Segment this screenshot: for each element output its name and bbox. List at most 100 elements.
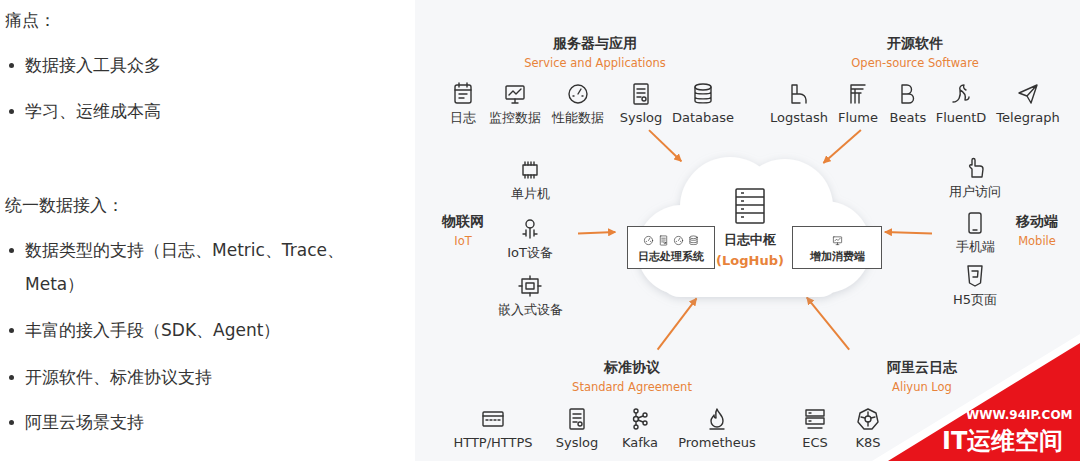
watermark-band	[872, 334, 1080, 461]
source-icon	[803, 407, 827, 431]
source-item: K8S	[846, 407, 890, 451]
flow-arrow	[578, 232, 615, 233]
source-icon	[518, 274, 542, 298]
item-label: Database	[672, 110, 734, 126]
source-item: Flume	[835, 82, 881, 126]
source-item: Beats	[886, 82, 930, 126]
item-label: Syslog	[556, 435, 599, 451]
bullet-dot	[9, 328, 14, 333]
note-text: 统一数据接入：	[5, 188, 385, 222]
group-title: 服务器与应用	[524, 34, 666, 53]
box-icon	[658, 235, 669, 246]
item-label: K8S	[855, 435, 880, 451]
bullet-dot	[9, 375, 14, 380]
group-heading: 服务器与应用 Service and Applications	[524, 34, 666, 72]
source-item: Database	[669, 82, 737, 126]
source-icon	[565, 407, 589, 431]
group-subtitle: Standard Agreement	[572, 379, 692, 396]
group-title: 物联网	[442, 212, 484, 231]
group-heading: 移动端 Mobile	[1016, 212, 1058, 250]
source-group: 服务器与应用 Service and Applications 日志监控数据性能数据…	[445, 28, 745, 128]
watermark-triangle	[888, 343, 1080, 461]
box-icon	[673, 235, 684, 246]
item-label: 性能数据	[552, 110, 604, 126]
group-heading: 阿里云日志 Aliyun Log	[887, 358, 957, 396]
source-icon	[963, 156, 987, 180]
note-text: 开源软件、标准协议支持	[25, 360, 395, 394]
note-text: 阿里云场景支持	[25, 405, 395, 439]
source-icon	[856, 407, 880, 431]
source-item: 监控数据	[486, 82, 544, 126]
note-text: 丰富的接入手段（SDK、Agent）	[25, 313, 395, 347]
source-icon	[691, 82, 715, 106]
box-icons	[797, 231, 877, 245]
source-icon	[451, 82, 475, 106]
box-icon	[832, 235, 843, 246]
group-title: 阿里云日志	[887, 358, 957, 377]
item-label: Beats	[890, 110, 927, 126]
note-text: 痛点：	[5, 3, 385, 37]
watermark-text: IT运维空间	[942, 427, 1063, 456]
box-icon	[688, 235, 699, 246]
source-item: Telegraph	[993, 82, 1062, 126]
source-icon	[846, 82, 870, 106]
group-heading: 标准协议 Standard Agreement	[572, 358, 692, 396]
source-icon	[896, 82, 920, 106]
flow-arrow	[649, 130, 681, 161]
group-title: 移动端	[1016, 212, 1058, 231]
item-label: 单片机	[511, 186, 550, 202]
item-label: 手机端	[956, 239, 995, 255]
item-label: Flume	[838, 110, 878, 126]
group-subtitle: Aliyun Log	[887, 379, 957, 396]
item-label: Logstash	[770, 110, 828, 126]
source-item: 性能数据	[549, 82, 607, 126]
bullet-dot	[9, 248, 14, 253]
item-label: 日志	[450, 110, 476, 126]
bullet-dot	[9, 109, 14, 114]
item-label: H5页面	[953, 292, 997, 308]
group-heading: 物联网 IoT	[442, 212, 484, 250]
note-text: 学习、运维成本高	[25, 94, 385, 128]
box-label: 日志处理系统	[638, 249, 704, 265]
item-label: FluentD	[936, 110, 987, 126]
source-group: 物联网 IoT 单片机 IoT设备嵌入式设备	[432, 150, 575, 322]
source-item: H5页面	[950, 264, 1000, 308]
process-box: 增加消费端	[792, 226, 882, 269]
group-subtitle: IoT	[442, 233, 484, 250]
source-item: 嵌入式设备	[495, 274, 566, 318]
item-label: 嵌入式设备	[498, 302, 563, 318]
group-subtitle: Mobile	[1016, 233, 1058, 250]
source-icon	[949, 82, 973, 106]
item-label: Prometheus	[678, 435, 756, 451]
item-label: IoT设备	[507, 245, 553, 261]
flow-arrow	[823, 130, 861, 163]
source-icon	[705, 407, 729, 431]
box-icons	[632, 231, 710, 245]
source-icon	[787, 82, 811, 106]
source-item: 日志	[441, 82, 485, 126]
source-group: 开源软件Open-source SoftwareLogstashFlumeBea…	[770, 28, 1070, 128]
box-label: 增加消费端	[810, 249, 865, 265]
item-label: 用户访问	[949, 184, 1001, 200]
bullet-dot	[9, 63, 14, 68]
group-subtitle: Service and Applications	[524, 55, 666, 72]
source-item: 用户访问	[946, 156, 1004, 200]
item-label: Telegraph	[996, 110, 1059, 126]
item-label: 监控数据	[489, 110, 541, 126]
source-item: Prometheus	[675, 407, 759, 451]
item-label: HTTP/HTTPS	[453, 435, 532, 451]
flow-arrow	[658, 298, 697, 349]
source-icon	[963, 211, 987, 235]
source-icon	[481, 407, 505, 431]
source-item: 手机端	[953, 211, 998, 255]
source-item: Kafka	[618, 407, 662, 451]
source-group: 标准协议 Standard AgreementHTTP/HTTPS Syslog Ka…	[450, 352, 780, 460]
source-icon	[963, 264, 987, 288]
item-label: Syslog	[620, 110, 663, 126]
item-label: ECS	[802, 435, 828, 451]
group-title: 标准协议	[572, 358, 692, 377]
source-item: HTTP/HTTPS	[450, 407, 535, 451]
